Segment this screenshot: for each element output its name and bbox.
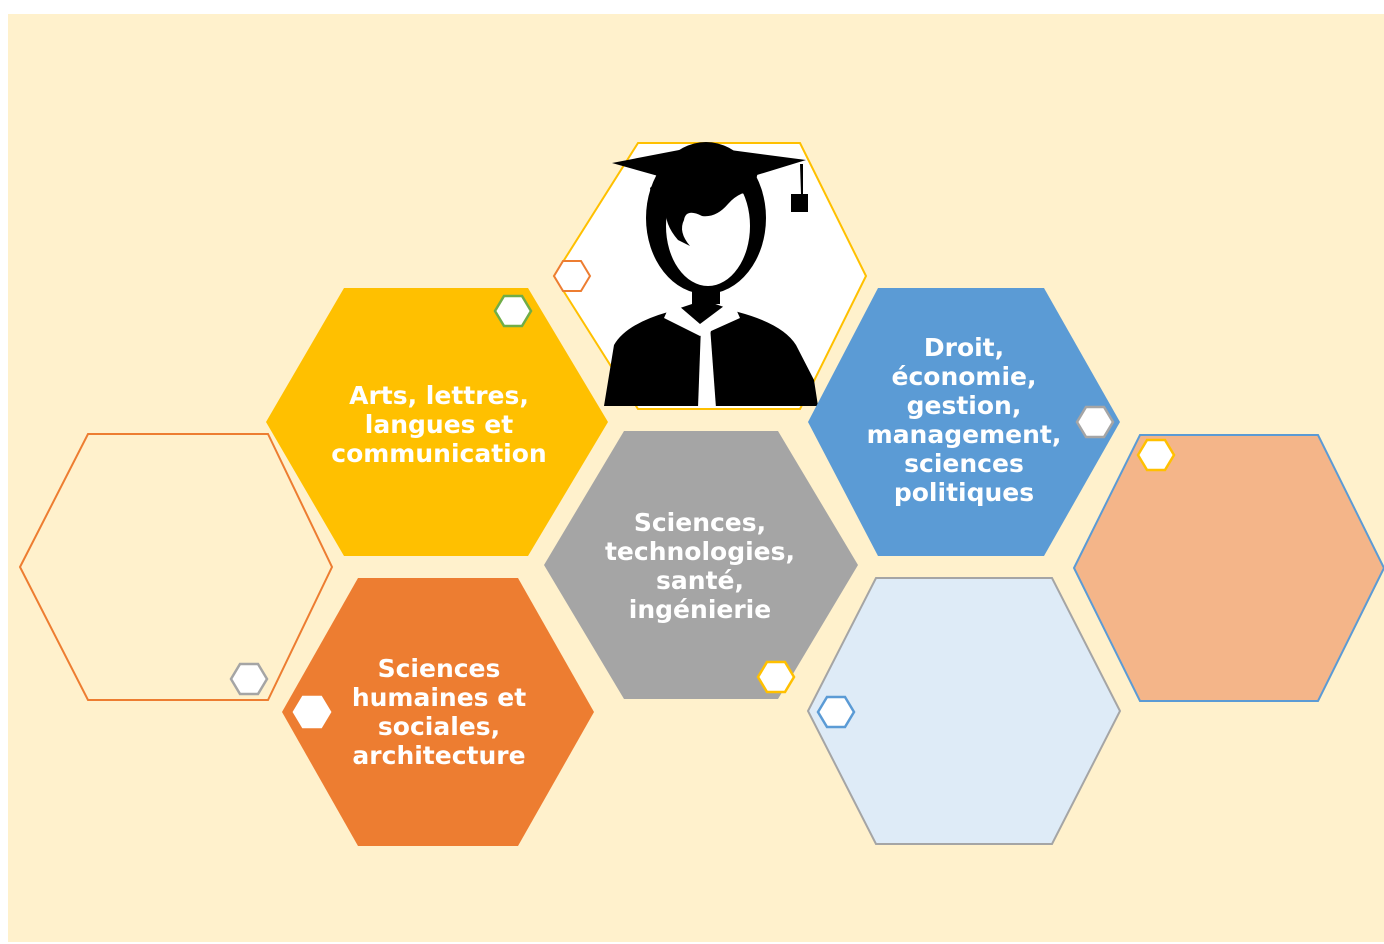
law-label-line: management, <box>867 420 1062 449</box>
sciences-label-line: Sciences, <box>634 508 766 537</box>
law-label-line: politiques <box>894 478 1034 507</box>
sciences-badge-hexagon <box>756 660 796 694</box>
domain-hexagon-law: Droit,économie,gestion,management,scienc… <box>808 288 1120 556</box>
humanities-label-line: sociales, <box>378 712 500 741</box>
sciences-label: Sciences,technologies,santé,ingénierie <box>605 508 795 624</box>
left-empty-hexagon <box>18 433 334 701</box>
sciences-hexagon <box>544 431 858 699</box>
law-label: Droit,économie,gestion,management,scienc… <box>867 333 1062 507</box>
law-label-line: Droit, <box>924 333 1004 362</box>
humanities-hexagon <box>282 578 594 846</box>
center-hexagon <box>552 142 868 410</box>
arts-label-line: langues et <box>365 410 513 439</box>
law-hexagon <box>808 288 1120 556</box>
domain-hexagon-sciences: Sciences,technologies,santé,ingénierie <box>544 431 858 699</box>
arts-label-line: communication <box>331 439 546 468</box>
right-empty-hexagon <box>1072 434 1384 702</box>
bottom-right-badge-hexagon <box>816 695 856 729</box>
graduate-icon <box>604 142 818 408</box>
law-badge-hexagon <box>1075 405 1115 439</box>
left-badge-hexagon <box>229 662 269 696</box>
right-badge-hexagon <box>1136 438 1176 472</box>
bottom-right-empty-hexagon <box>806 577 1122 845</box>
sciences-label-line: technologies, <box>605 537 795 566</box>
center-badge-hexagon <box>552 260 592 292</box>
humanities-label-line: Sciences <box>378 654 501 683</box>
humanities-label-line: architecture <box>352 741 525 770</box>
law-label-line: économie, <box>892 362 1037 391</box>
sciences-label-line: ingénierie <box>629 595 771 624</box>
law-label-line: sciences <box>904 449 1024 478</box>
sciences-label-line: santé, <box>656 566 744 595</box>
arts-badge-hexagon <box>493 294 533 328</box>
arts-label-line: Arts, lettres, <box>349 381 529 410</box>
arts-hexagon <box>266 288 608 556</box>
humanities-label-line: humaines et <box>352 683 526 712</box>
law-label-line: gestion, <box>907 391 1022 420</box>
humanities-badge-hexagon <box>292 695 332 729</box>
